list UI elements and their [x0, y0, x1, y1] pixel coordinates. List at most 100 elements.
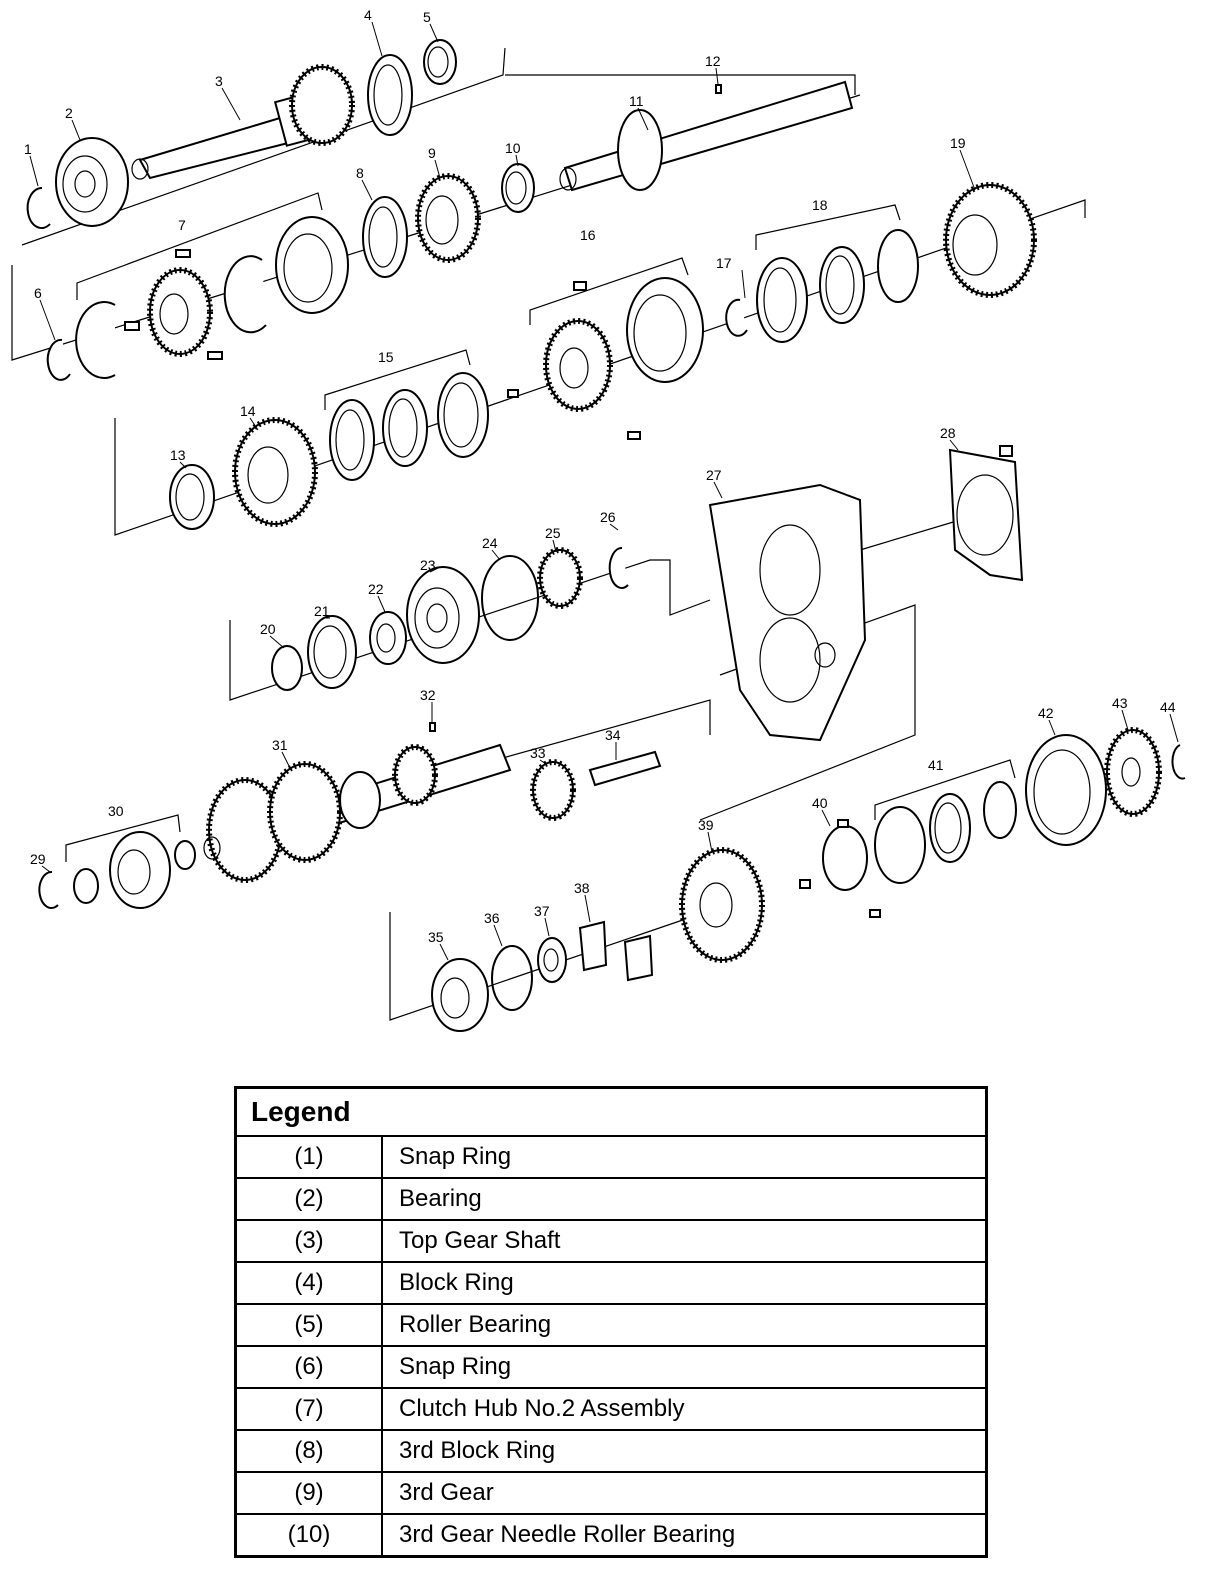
callout-1: 1 [24, 141, 32, 157]
callout-31: 31 [272, 737, 288, 753]
legend-code: (3) [234, 1219, 383, 1263]
legend-code: (7) [234, 1387, 383, 1431]
callout-7: 7 [178, 217, 186, 233]
part-42-sleeve [1025, 734, 1107, 846]
part-8-3rd-block-ring [362, 196, 408, 278]
legend-row: (1)Snap Ring [234, 1135, 988, 1179]
legend-header-row: Legend [234, 1086, 988, 1137]
part-4-block-ring [367, 54, 413, 136]
part-11-output-shaft [559, 80, 854, 192]
legend-description: 3rd Gear Needle Roller Bearing [381, 1513, 988, 1558]
callout-16: 16 [580, 227, 596, 243]
part-26-snap-ring [608, 546, 629, 589]
part-44-snap-ring [1171, 744, 1186, 780]
legend-code: (10) [234, 1513, 383, 1558]
part-5-roller-bearing [423, 39, 457, 85]
part-27-intermediate-case [708, 483, 867, 742]
part-6-snap-ring [46, 338, 71, 381]
legend-description: Bearing [381, 1177, 988, 1221]
legend-row: (4)Block Ring [234, 1261, 988, 1305]
legend-description: Block Ring [381, 1261, 988, 1305]
part-22-spacer [369, 611, 407, 665]
callout-4: 4 [364, 7, 372, 23]
part-1-snap-ring [26, 186, 51, 229]
callout-34: 34 [605, 727, 621, 743]
callout-38: 38 [574, 880, 590, 896]
legend-row: (3)Top Gear Shaft [234, 1219, 988, 1263]
callout-leaders [29, 21, 1179, 961]
legend-code: (9) [234, 1471, 383, 1515]
legend-row: (8)3rd Block Ring [234, 1429, 988, 1473]
legend-row: (6)Snap Ring [234, 1345, 988, 1389]
legend-description: Snap Ring [381, 1345, 988, 1389]
legend-table: Legend (1)Snap Ring(2)Bearing(3)Top Gear… [234, 1086, 988, 1558]
callout-27: 27 [706, 467, 722, 483]
part-2-bearing [55, 137, 129, 227]
part-36-snap-ring [491, 945, 533, 1011]
legend-row: (5)Roller Bearing [234, 1303, 988, 1347]
callout-9: 9 [428, 145, 436, 161]
legend-title: Legend [234, 1086, 988, 1137]
legend-code: (6) [234, 1345, 383, 1389]
part-28-retainer-plate [948, 445, 1024, 582]
part-37-spacer [537, 937, 567, 983]
callout-37: 37 [534, 903, 550, 919]
part-33-gear [530, 759, 576, 821]
legend-description: Clutch Hub No.2 Assembly [381, 1387, 988, 1431]
legend-description: Top Gear Shaft [381, 1219, 988, 1263]
group-brackets [65, 192, 1016, 862]
callout-30: 30 [108, 803, 124, 819]
legend-row: (7)Clutch Hub No.2 Assembly [234, 1387, 988, 1431]
part-7-clutch-hub-no2-assembly [75, 216, 349, 379]
callout-numbers: 1 2 3 4 5 6 7 8 9 10 11 12 13 14 15 16 1… [24, 7, 1176, 945]
callout-25: 25 [545, 525, 561, 541]
callout-13: 13 [170, 447, 186, 463]
callout-42: 42 [1038, 705, 1054, 721]
part-18-block-ring-set [756, 229, 919, 343]
part-10-3rd-gear-needle-roller-bearing [501, 163, 535, 213]
callout-14: 14 [240, 403, 256, 419]
callout-40: 40 [812, 795, 828, 811]
exploded-transmission-diagram: 1 2 3 4 5 6 7 8 9 10 11 12 13 14 15 16 1… [11, 7, 1186, 1032]
legend-code: (5) [234, 1303, 383, 1347]
part-16-clutch-hub-assembly [507, 277, 704, 440]
callout-35: 35 [428, 929, 444, 945]
legend-code: (4) [234, 1261, 383, 1305]
legend-code: (8) [234, 1429, 383, 1473]
legend-description: Snap Ring [381, 1135, 988, 1179]
callout-5: 5 [423, 9, 431, 25]
callout-32: 32 [420, 687, 436, 703]
part-14-gear [232, 417, 318, 527]
callout-21: 21 [314, 603, 330, 619]
legend-row: (2)Bearing [234, 1177, 988, 1221]
callout-2: 2 [65, 105, 73, 121]
part-17-snap-ring [725, 298, 748, 337]
legend-description: Roller Bearing [381, 1303, 988, 1347]
callout-26: 26 [600, 509, 616, 525]
legend-code: (2) [234, 1177, 383, 1221]
legend-body: (1)Snap Ring(2)Bearing(3)Top Gear Shaft(… [234, 1135, 988, 1558]
callout-15: 15 [378, 349, 394, 365]
callout-6: 6 [34, 285, 42, 301]
callout-22: 22 [368, 581, 384, 597]
part-23-bearing [406, 566, 480, 664]
callout-11: 11 [629, 93, 644, 109]
part-21-needle-bearing [307, 615, 357, 689]
part-38-needle-bearing-halves [578, 920, 654, 982]
callout-12: 12 [705, 53, 721, 69]
legend-code: (1) [234, 1135, 383, 1179]
part-12-pin [715, 84, 722, 94]
legend-row: (10)3rd Gear Needle Roller Bearing [234, 1513, 988, 1558]
legend-row: (9)3rd Gear [234, 1471, 988, 1515]
callout-43: 43 [1112, 695, 1128, 711]
callout-29: 29 [30, 851, 46, 867]
callout-23: 23 [420, 557, 436, 573]
part-19-gear [943, 182, 1037, 298]
callout-17: 17 [716, 255, 732, 271]
part-30-bearing-set [73, 831, 196, 909]
part-13-needle-bearing [169, 464, 215, 530]
callout-10: 10 [505, 140, 521, 156]
part-25-gear [537, 547, 583, 609]
part-31-countershaft [203, 743, 512, 883]
legend-description: 3rd Block Ring [381, 1429, 988, 1473]
